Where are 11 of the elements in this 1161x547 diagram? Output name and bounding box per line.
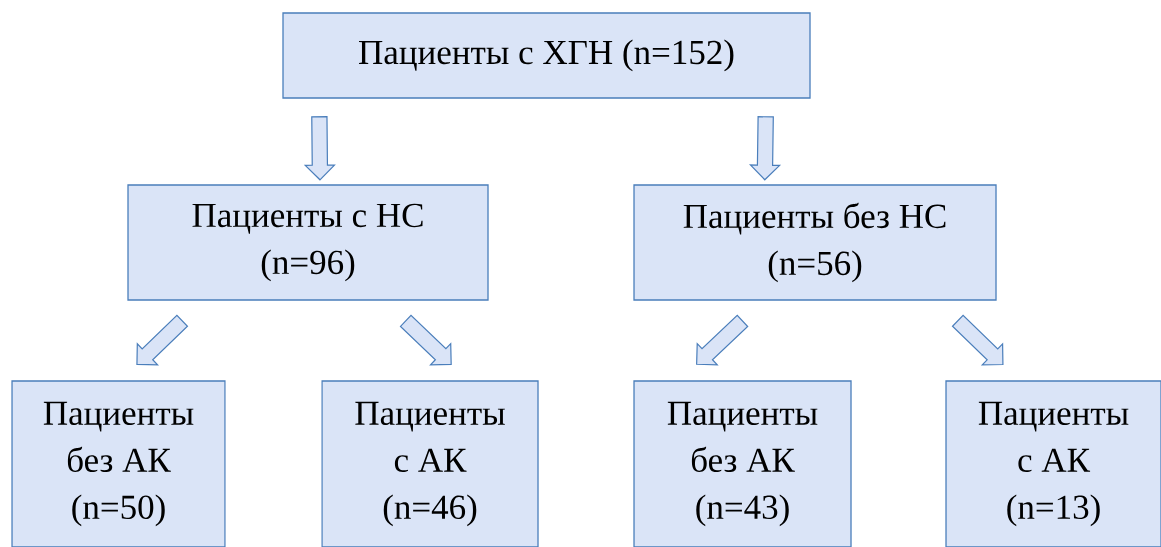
process-box: Пациенты с НС (n=96) [127, 184, 489, 301]
process-box: Пациенты с АК (n=46) [321, 380, 539, 547]
process-box: Пациенты с АК (n=13) [945, 380, 1161, 547]
process-box: Пациенты с ХГН (n=152) [282, 12, 811, 99]
block-arrow [399, 314, 452, 366]
block-arrow [136, 314, 189, 366]
block-arrow [696, 314, 749, 366]
process-box: Пациенты без АК (n=43) [633, 380, 852, 547]
process-box: Пациенты без НС (n=56) [633, 184, 997, 301]
block-arrow [951, 314, 1004, 366]
process-box: Пациенты без АК (n=50) [11, 380, 226, 547]
